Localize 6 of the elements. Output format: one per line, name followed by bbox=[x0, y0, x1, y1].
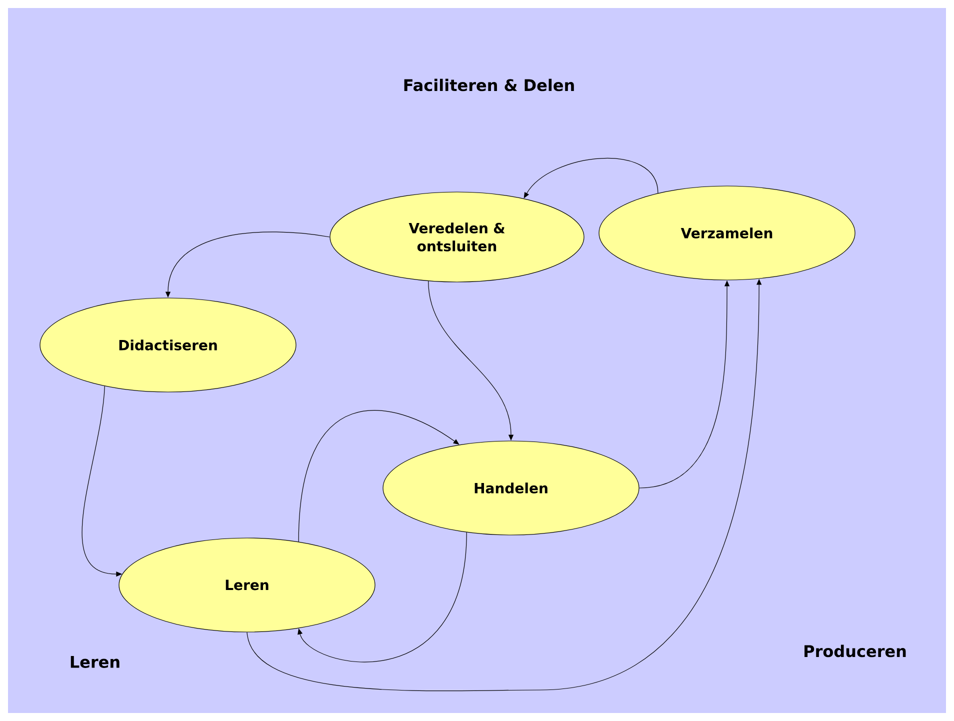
region-label: Faciliteren & Delen bbox=[404, 78, 574, 92]
region-label: Produceren bbox=[804, 644, 906, 658]
arrow bbox=[524, 158, 658, 198]
arrow bbox=[298, 410, 460, 542]
region-label: Leren bbox=[70, 656, 120, 668]
arrow bbox=[298, 532, 467, 662]
